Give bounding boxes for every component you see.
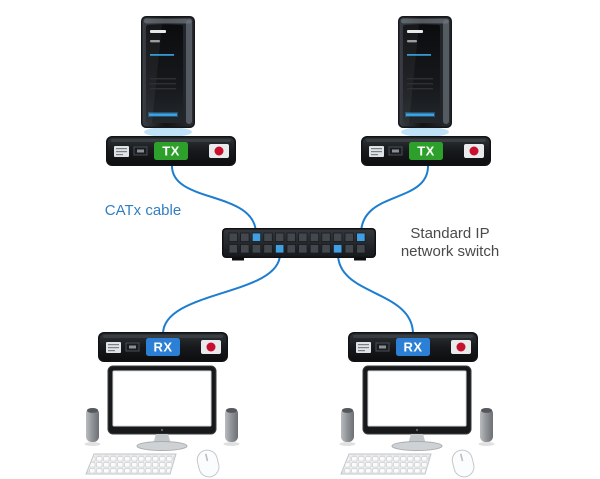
switch-port [228, 244, 238, 254]
tower-glow-right [401, 127, 449, 137]
switch-port [356, 244, 366, 254]
switch-port-active [251, 232, 262, 242]
tx-unit-left: TX [105, 135, 237, 167]
switch-foot [232, 257, 244, 261]
switch-port [309, 232, 320, 242]
rx-unit-right: RX [347, 331, 479, 363]
switch-port [344, 232, 354, 242]
switch-port [298, 232, 308, 242]
switch-label-line1: Standard IP [410, 225, 489, 242]
switch-port [321, 244, 331, 254]
rx-badge-label: RX [403, 340, 422, 355]
switch-port [286, 232, 296, 242]
rx-badge [146, 338, 180, 356]
cable-tx-right-to-switch [360, 165, 429, 235]
cable-switch-to-rx-right [337, 253, 414, 335]
tx-badge-label: TX [417, 144, 435, 159]
switch-port [263, 244, 273, 254]
switch-port [240, 232, 250, 242]
switch-label-line2: network switch [401, 243, 499, 260]
switch-port-active [333, 244, 343, 254]
switch-port-active [275, 244, 285, 254]
switch-port [309, 244, 320, 254]
tx-badge [154, 142, 188, 160]
cable-switch-to-rx-left [162, 253, 281, 335]
tower-glow-left [144, 127, 192, 137]
switch-port [275, 232, 285, 242]
switch-port-active [356, 232, 366, 242]
workstation-left [83, 365, 241, 479]
rx-unit-left: RX [97, 331, 229, 363]
rx-badge [396, 338, 430, 356]
tx-badge [409, 142, 443, 160]
switch-port [321, 232, 331, 242]
tx-unit-right: TX [360, 135, 492, 167]
switch-port [333, 232, 343, 242]
switch-port [240, 244, 250, 254]
tx-badge-label: TX [162, 144, 180, 159]
catx-cable-label: CATx cable [105, 202, 181, 219]
rx-badge-label: RX [153, 340, 172, 355]
cable-tx-left-to-switch [171, 165, 257, 235]
switch-port [286, 244, 296, 254]
switch-foot [354, 257, 366, 261]
switch-port [263, 232, 273, 242]
switch-port [344, 244, 354, 254]
server-tower-right [398, 16, 452, 128]
network-switch [222, 228, 376, 261]
switch-port [298, 244, 308, 254]
switch-port [228, 232, 238, 242]
switch-port [251, 244, 262, 254]
workstation-right [338, 365, 496, 479]
server-tower-left [141, 16, 195, 128]
